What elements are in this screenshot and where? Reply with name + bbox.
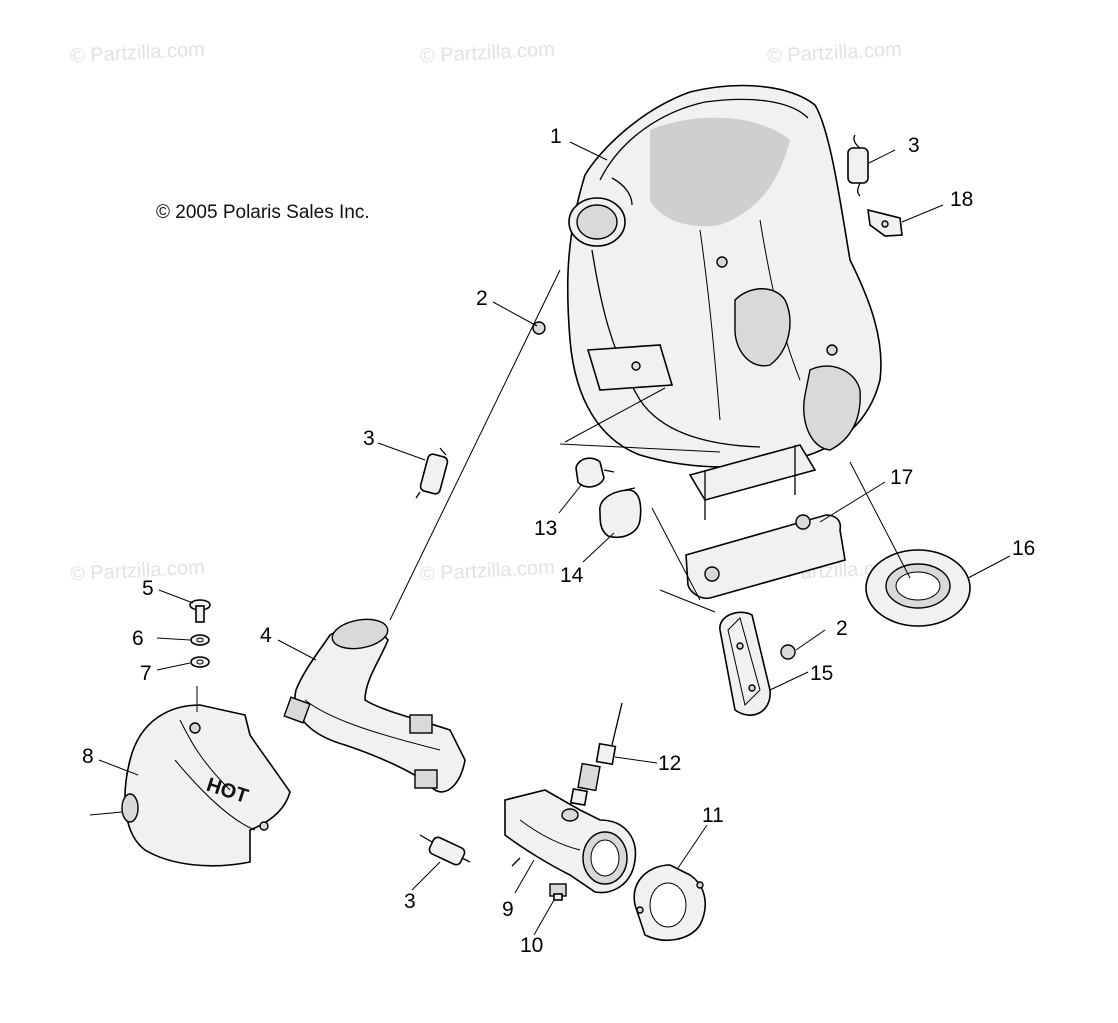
exhaust-pipe-part (283, 618, 466, 793)
muffler-part (566, 84, 882, 520)
sensor-part (569, 702, 623, 807)
header-flange-part (504, 789, 637, 894)
callout-16: 16 (1012, 537, 1035, 560)
callout-2: 2 (476, 287, 488, 310)
bolt-part (189, 599, 211, 623)
callout-4: 4 (260, 624, 272, 647)
spring-part (847, 134, 869, 197)
callout-3: 3 (908, 134, 920, 157)
plate-part (685, 514, 846, 600)
grommet-part (575, 457, 615, 488)
callout-6: 6 (132, 627, 144, 650)
bolt-part (549, 883, 567, 901)
callout-10: 10 (520, 934, 543, 957)
callout-17: 17 (890, 466, 913, 489)
heat-shield-part: HOT (121, 704, 291, 867)
callout-14: 14 (560, 564, 584, 587)
gasket-part (719, 611, 771, 716)
callout-12: 12 (658, 752, 681, 775)
gasket-part (865, 549, 971, 627)
callout-9: 9 (502, 898, 514, 921)
callout-8: 8 (82, 745, 94, 768)
copyright-notice: © 2005 Polaris Sales Inc. (156, 202, 370, 223)
callout-15: 15 (810, 662, 833, 685)
bracket-part (867, 208, 903, 237)
callout-3: 3 (404, 890, 416, 913)
callout-11: 11 (702, 804, 724, 827)
nut-part (780, 644, 796, 660)
leader-lines (89, 141, 1011, 936)
callout-3: 3 (363, 427, 375, 450)
callout-13: 13 (534, 517, 557, 540)
callout-5: 5 (142, 577, 154, 600)
spring-part (415, 447, 449, 499)
callout-2: 2 (836, 617, 848, 640)
spring-part (419, 834, 471, 866)
callout-18: 18 (950, 188, 973, 211)
clamp-part (599, 487, 642, 539)
nut-part (532, 321, 546, 335)
gasket-part (633, 864, 706, 941)
callout-1: 1 (550, 125, 562, 148)
callout-7: 7 (140, 662, 152, 685)
